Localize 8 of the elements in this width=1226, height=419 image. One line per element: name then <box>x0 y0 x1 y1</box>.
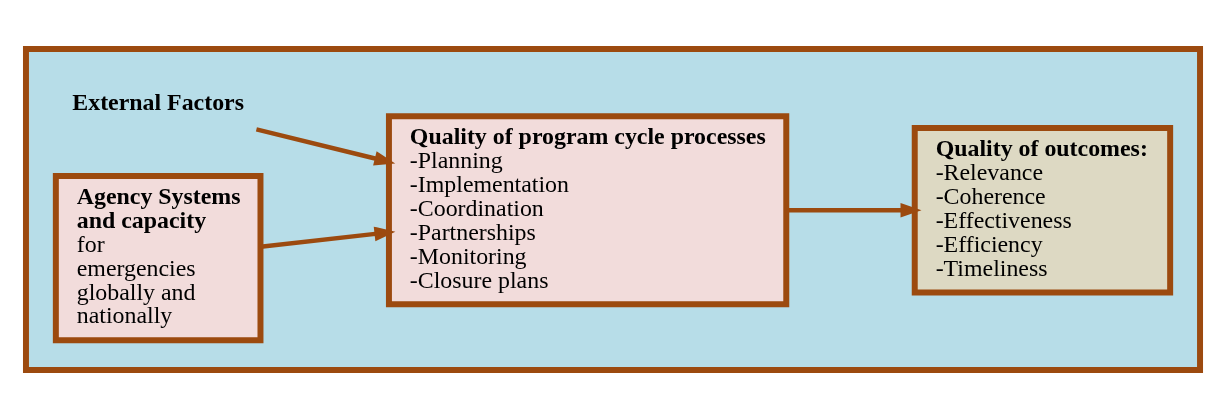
node-box: Agency Systems and capacity for emergencies globally and nationally <box>52 172 264 344</box>
cluster <box>23 45 1203 374</box>
arrow <box>260 226 396 249</box>
arrow <box>255 127 396 166</box>
arrow <box>786 202 922 218</box>
node-box: Quality of program cycle processes -Planning -Implementation -Coordination -Partnerships -Monitoring -Closure plans <box>385 113 790 308</box>
node-box: Quality of outcomes: -Relevance -Coherence -Effectiveness -Efficiency -Timeliness <box>911 125 1174 296</box>
node-text: External Factors <box>72 88 244 115</box>
